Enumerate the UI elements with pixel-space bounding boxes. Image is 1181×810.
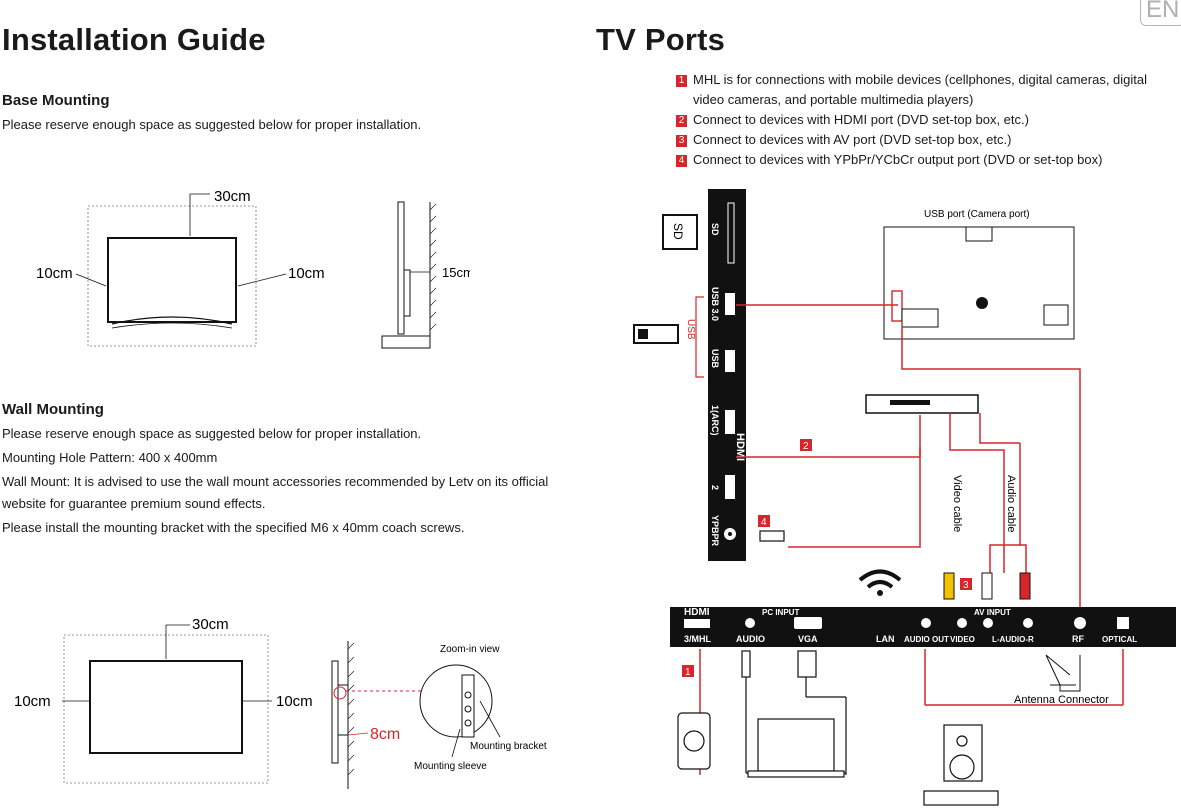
receiver-icon: [923, 790, 999, 806]
sd-card-label: SD: [671, 223, 685, 240]
side-label-usb: USB: [710, 349, 720, 369]
wall-line-1: Please reserve enough space as suggested…: [2, 426, 422, 441]
base-dim-top: 30cm: [214, 188, 251, 205]
wall-line-4: website for guarantee premium sound effe…: [2, 496, 266, 511]
wall-dim-top: 30cm: [192, 616, 229, 633]
hdmi2-port: [725, 475, 735, 499]
side-label-hdmi2: 2: [710, 485, 720, 490]
language-badge: EN: [1140, 0, 1181, 26]
label-optical: OPTICAL: [1102, 635, 1137, 644]
usb3-port: [725, 293, 735, 315]
base-mounting-heading: Base Mounting: [2, 92, 110, 109]
side-label-usb3: USB 3.0: [710, 287, 720, 321]
wall-mounting-heading: Wall Mounting: [2, 401, 104, 418]
side-label-hdmi-logo: HDMI: [734, 433, 746, 461]
video-cable-label: Video cable: [951, 475, 963, 532]
installation-title: Installation Guide: [2, 22, 266, 57]
base-mounting-text: Please reserve enough space as suggested…: [2, 117, 422, 132]
base-dim-right: 10cm: [288, 265, 325, 282]
usb-port: [725, 350, 735, 372]
side-label-ypbpr: YPBPR: [710, 515, 720, 547]
mounting-bracket-label: Mounting bracket: [470, 741, 547, 752]
wall-dim-side: 8cm: [370, 726, 400, 743]
tv-ports-title: TV Ports: [596, 22, 726, 57]
label-vga: VGA: [798, 634, 818, 644]
badge-2: 2: [803, 441, 809, 452]
badge-1: 1: [685, 667, 691, 678]
label-audio-out: AUDIO OUT: [904, 635, 949, 644]
av-input-label: AV INPUT: [974, 608, 1011, 617]
badge-3: 3: [963, 580, 969, 591]
usb-bracket-label: USB: [685, 319, 696, 340]
sd-card-icon: [662, 214, 698, 250]
zoom-in-label: Zoom-in view: [440, 644, 500, 655]
label-video: VIDEO: [950, 635, 975, 644]
ports-diagram: SD USB 3.0 USB 1(ARC) HDMI 2 YPBPR USB S…: [633, 189, 1176, 806]
side-port-panel: [708, 189, 746, 561]
wall-mounting-diagram: 30cm 10cm 10cm 8cm Zoom-in view Mounting…: [14, 616, 547, 789]
wall-dim-right: 10cm: [276, 693, 313, 710]
side-label-sd: SD: [710, 223, 720, 236]
laptop-icon: [757, 718, 835, 772]
wifi-icon: [858, 569, 902, 589]
base-dim-side: 15cm: [442, 265, 470, 280]
audio-cable-label: Audio cable: [1005, 475, 1017, 533]
wall-dim-left: 10cm: [14, 693, 51, 710]
base-mounting-diagram: 30cm 10cm 10cm 15cm: [36, 188, 470, 349]
audio-plug-icon: [741, 650, 751, 678]
sd-slot: [727, 202, 735, 264]
label-3mhl: 3/MHL: [684, 634, 712, 644]
pc-input-label: PC INPUT: [762, 608, 799, 617]
label-l-audio-r: L-AUDIO-R: [992, 635, 1034, 644]
mounting-sleeve-label: Mounting sleeve: [414, 761, 487, 772]
badge-4: 4: [761, 517, 767, 528]
hdmi1-port: [725, 410, 735, 434]
label-audio: AUDIO: [736, 634, 765, 644]
side-label-hdmi1: 1(ARC): [710, 405, 720, 436]
port-item-1-cont: video cameras, and portable multimedia p…: [693, 92, 974, 107]
wall-line-2: Mounting Hole Pattern: 400 x 400mm: [2, 450, 218, 465]
wall-line-3: Wall Mount: It is advised to use the wal…: [2, 474, 549, 489]
bottom-hdmi-logo: HDMI: [684, 607, 710, 618]
base-dim-left: 10cm: [36, 265, 73, 282]
wall-line-5: Please install the mounting bracket with…: [2, 520, 465, 535]
usb-camera-label: USB port (Camera port): [924, 209, 1030, 220]
antenna-connector-label: Antenna Connector: [1014, 694, 1109, 706]
label-rf: RF: [1072, 634, 1084, 644]
antenna-icon: [1045, 654, 1081, 692]
label-lan: LAN: [876, 634, 895, 644]
vga-plug-icon: [797, 650, 817, 678]
